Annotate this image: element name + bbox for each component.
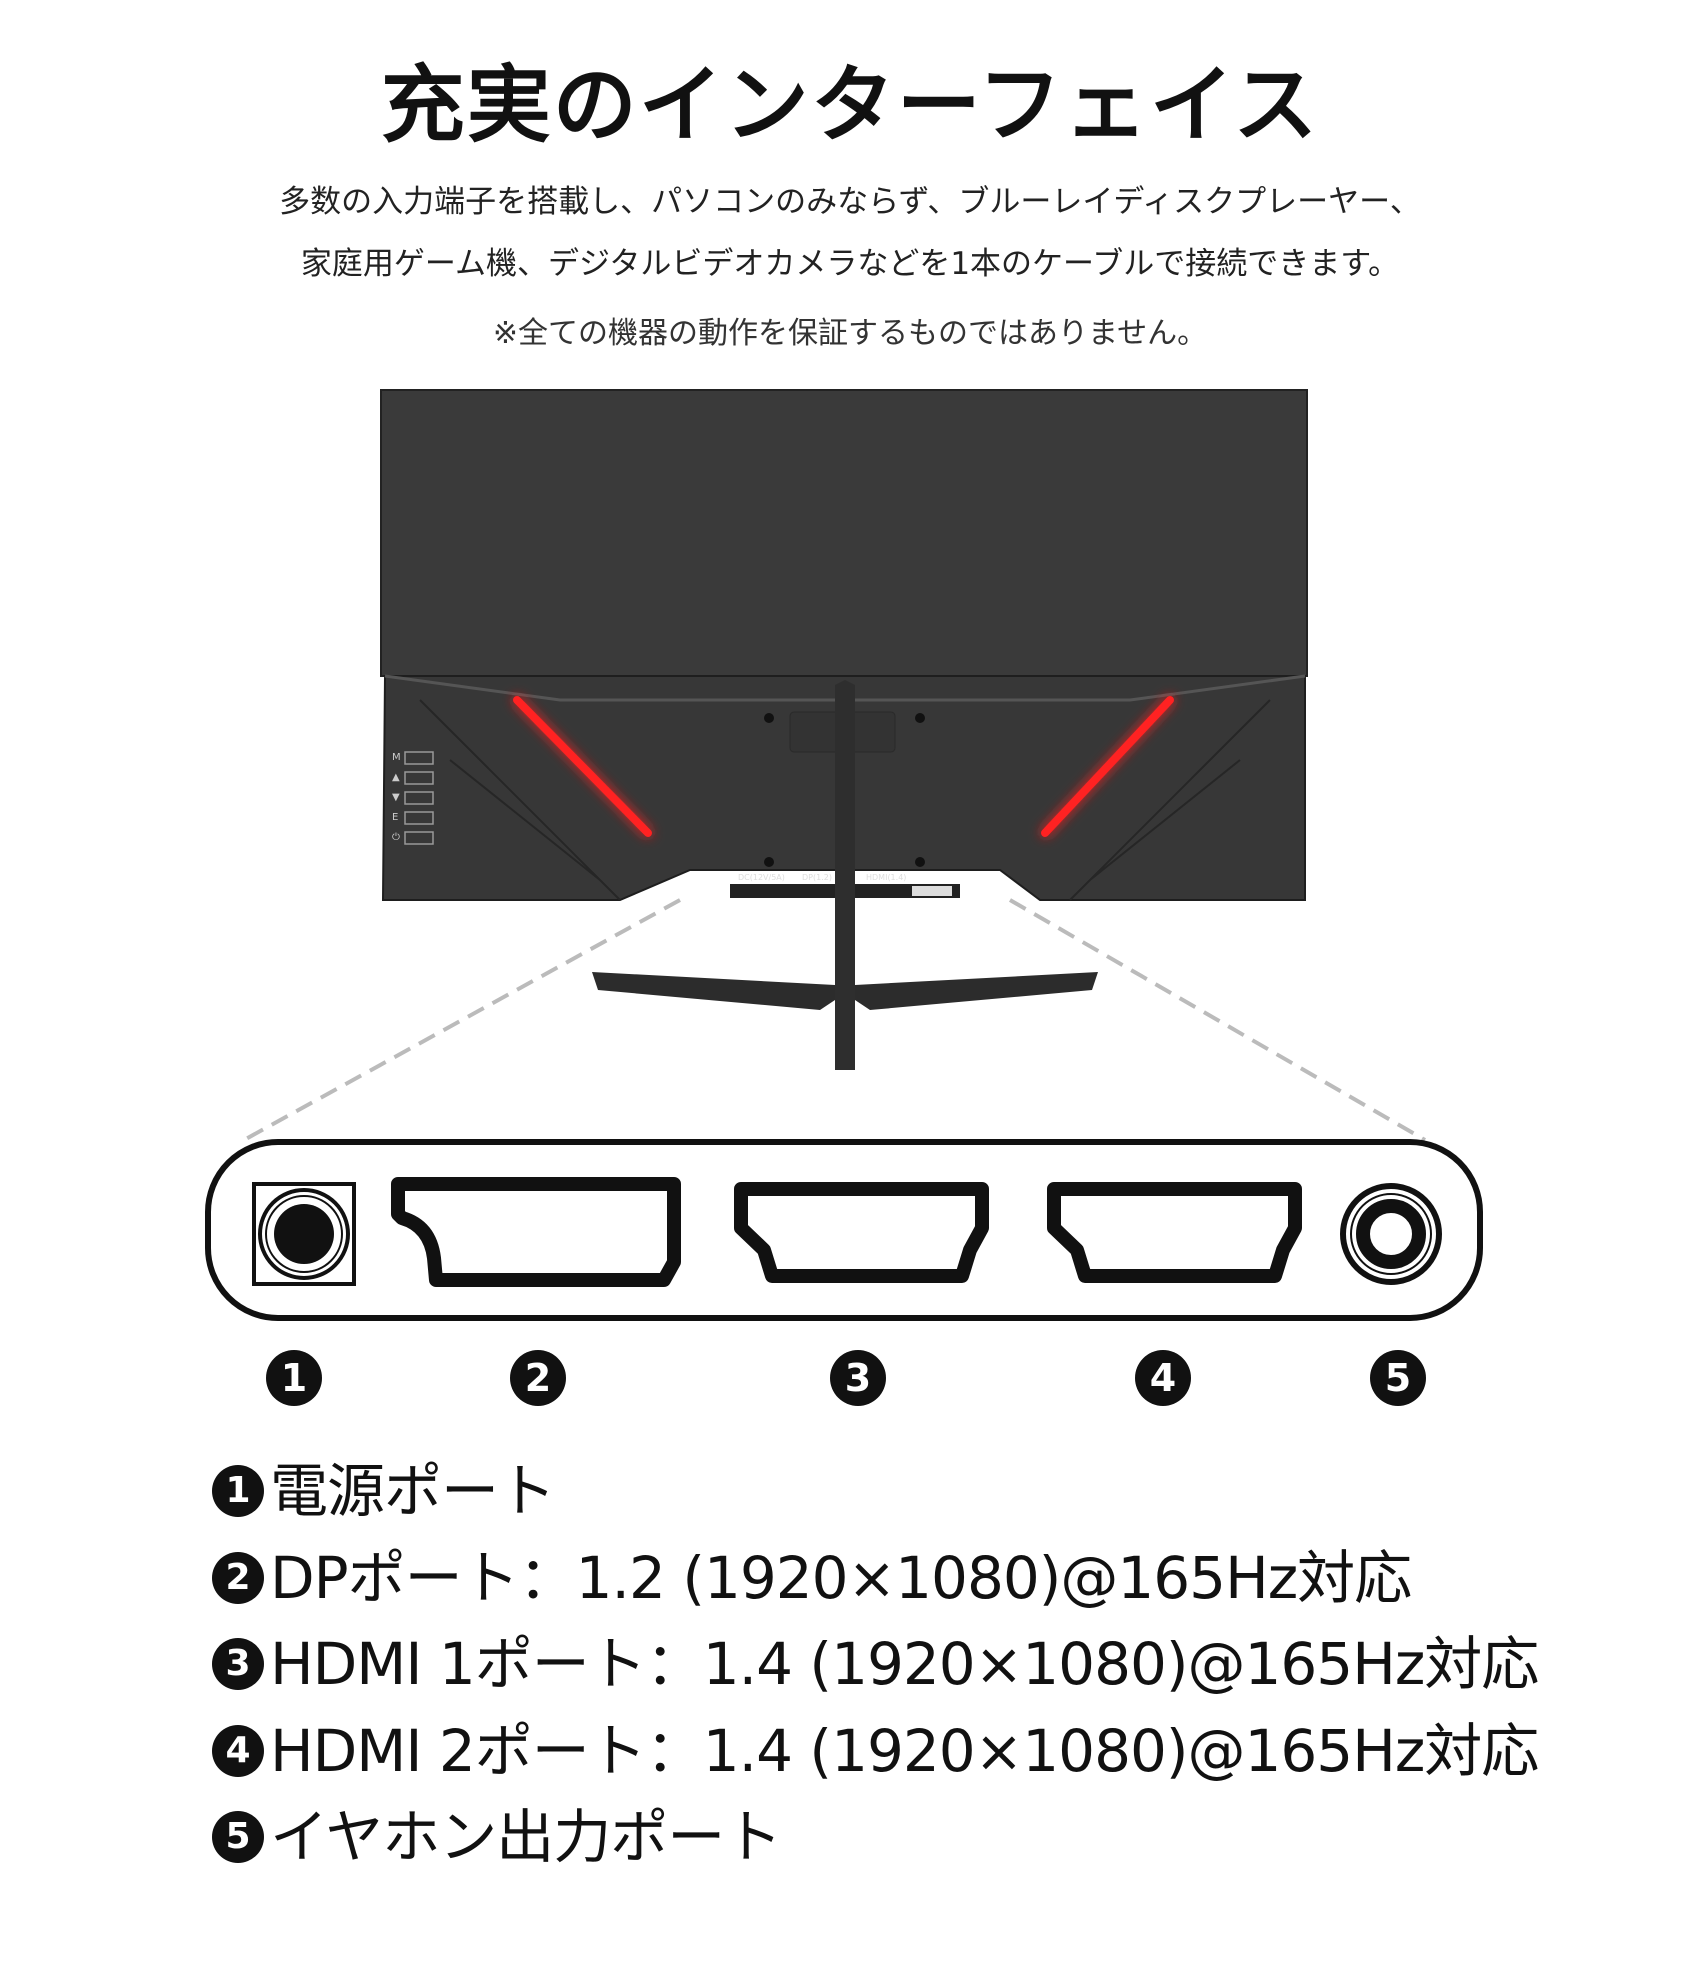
port-number-badge-4: 4: [1135, 1350, 1191, 1406]
led-strip-right: [1041, 696, 1174, 837]
disclaimer-note: ※全ての機器の動作を保証するものではありません。: [492, 316, 1208, 351]
button-label-menu: M: [392, 752, 401, 763]
port-number-badge-2: 2: [510, 1350, 566, 1406]
hdmi-1-port-icon: [734, 1182, 989, 1283]
page-title: 充実のインターフェイス: [380, 56, 1320, 154]
stand-neck: [835, 680, 855, 1070]
port-description: DPポート：1.2 (1920×1080)@165Hz対応: [270, 1543, 1412, 1612]
leader-line-left: [243, 898, 681, 1142]
hdmi-2-port-icon: [1047, 1182, 1302, 1283]
button-label-up: ▲: [392, 772, 400, 783]
description-line-1: 多数の入力端子を搭載し、パソコンのみならず、ブルーレイディスクプレーヤー、: [279, 184, 1421, 220]
monitor-panel-back: [380, 389, 1308, 677]
port-description: HDMI 2ポート：1.4 (1920×1080)@165Hz対応: [270, 1716, 1539, 1785]
number-badge: 3: [212, 1638, 264, 1691]
rear-label-dp: DP(1.2): [802, 873, 832, 882]
port-number-badge-3: 3: [830, 1350, 886, 1406]
power-port-icon: [252, 1182, 356, 1286]
led-strip-left: [513, 696, 652, 837]
port-description: 電源ポート: [270, 1457, 556, 1526]
number-badge: 1: [212, 1465, 264, 1518]
number-badge: 2: [212, 1551, 264, 1604]
leader-line-right: [1008, 898, 1427, 1142]
stand-foot-right: [855, 972, 1098, 1010]
port-number-badge-1: 1: [266, 1350, 322, 1406]
number-badge: 5: [212, 1811, 264, 1864]
displayport-icon: [391, 1177, 681, 1287]
rear-label-hdmi: HDMI(1.4): [866, 873, 906, 882]
port-description: HDMI 1ポート：1.4 (1920×1080)@165Hz対応: [270, 1630, 1539, 1699]
button-label-down: ▼: [392, 792, 400, 803]
stand-foot-left: [592, 972, 835, 1010]
rear-label-dc: DC(12V/5A): [738, 873, 785, 882]
description-line-2: 家庭用ゲーム機、デジタルビデオカメラなどを1本のケーブルで接続できます。: [300, 246, 1400, 282]
port-number-badge-5: 5: [1370, 1350, 1426, 1406]
number-badge: 4: [212, 1724, 264, 1777]
button-label-power: ⏻: [392, 832, 400, 843]
port-description: イヤホン出力ポート: [270, 1803, 782, 1872]
button-label-exit: E: [392, 812, 398, 823]
osd-buttons: M ▲ ▼ E ⏻: [392, 752, 401, 843]
headphone-jack-icon: [1340, 1183, 1442, 1285]
